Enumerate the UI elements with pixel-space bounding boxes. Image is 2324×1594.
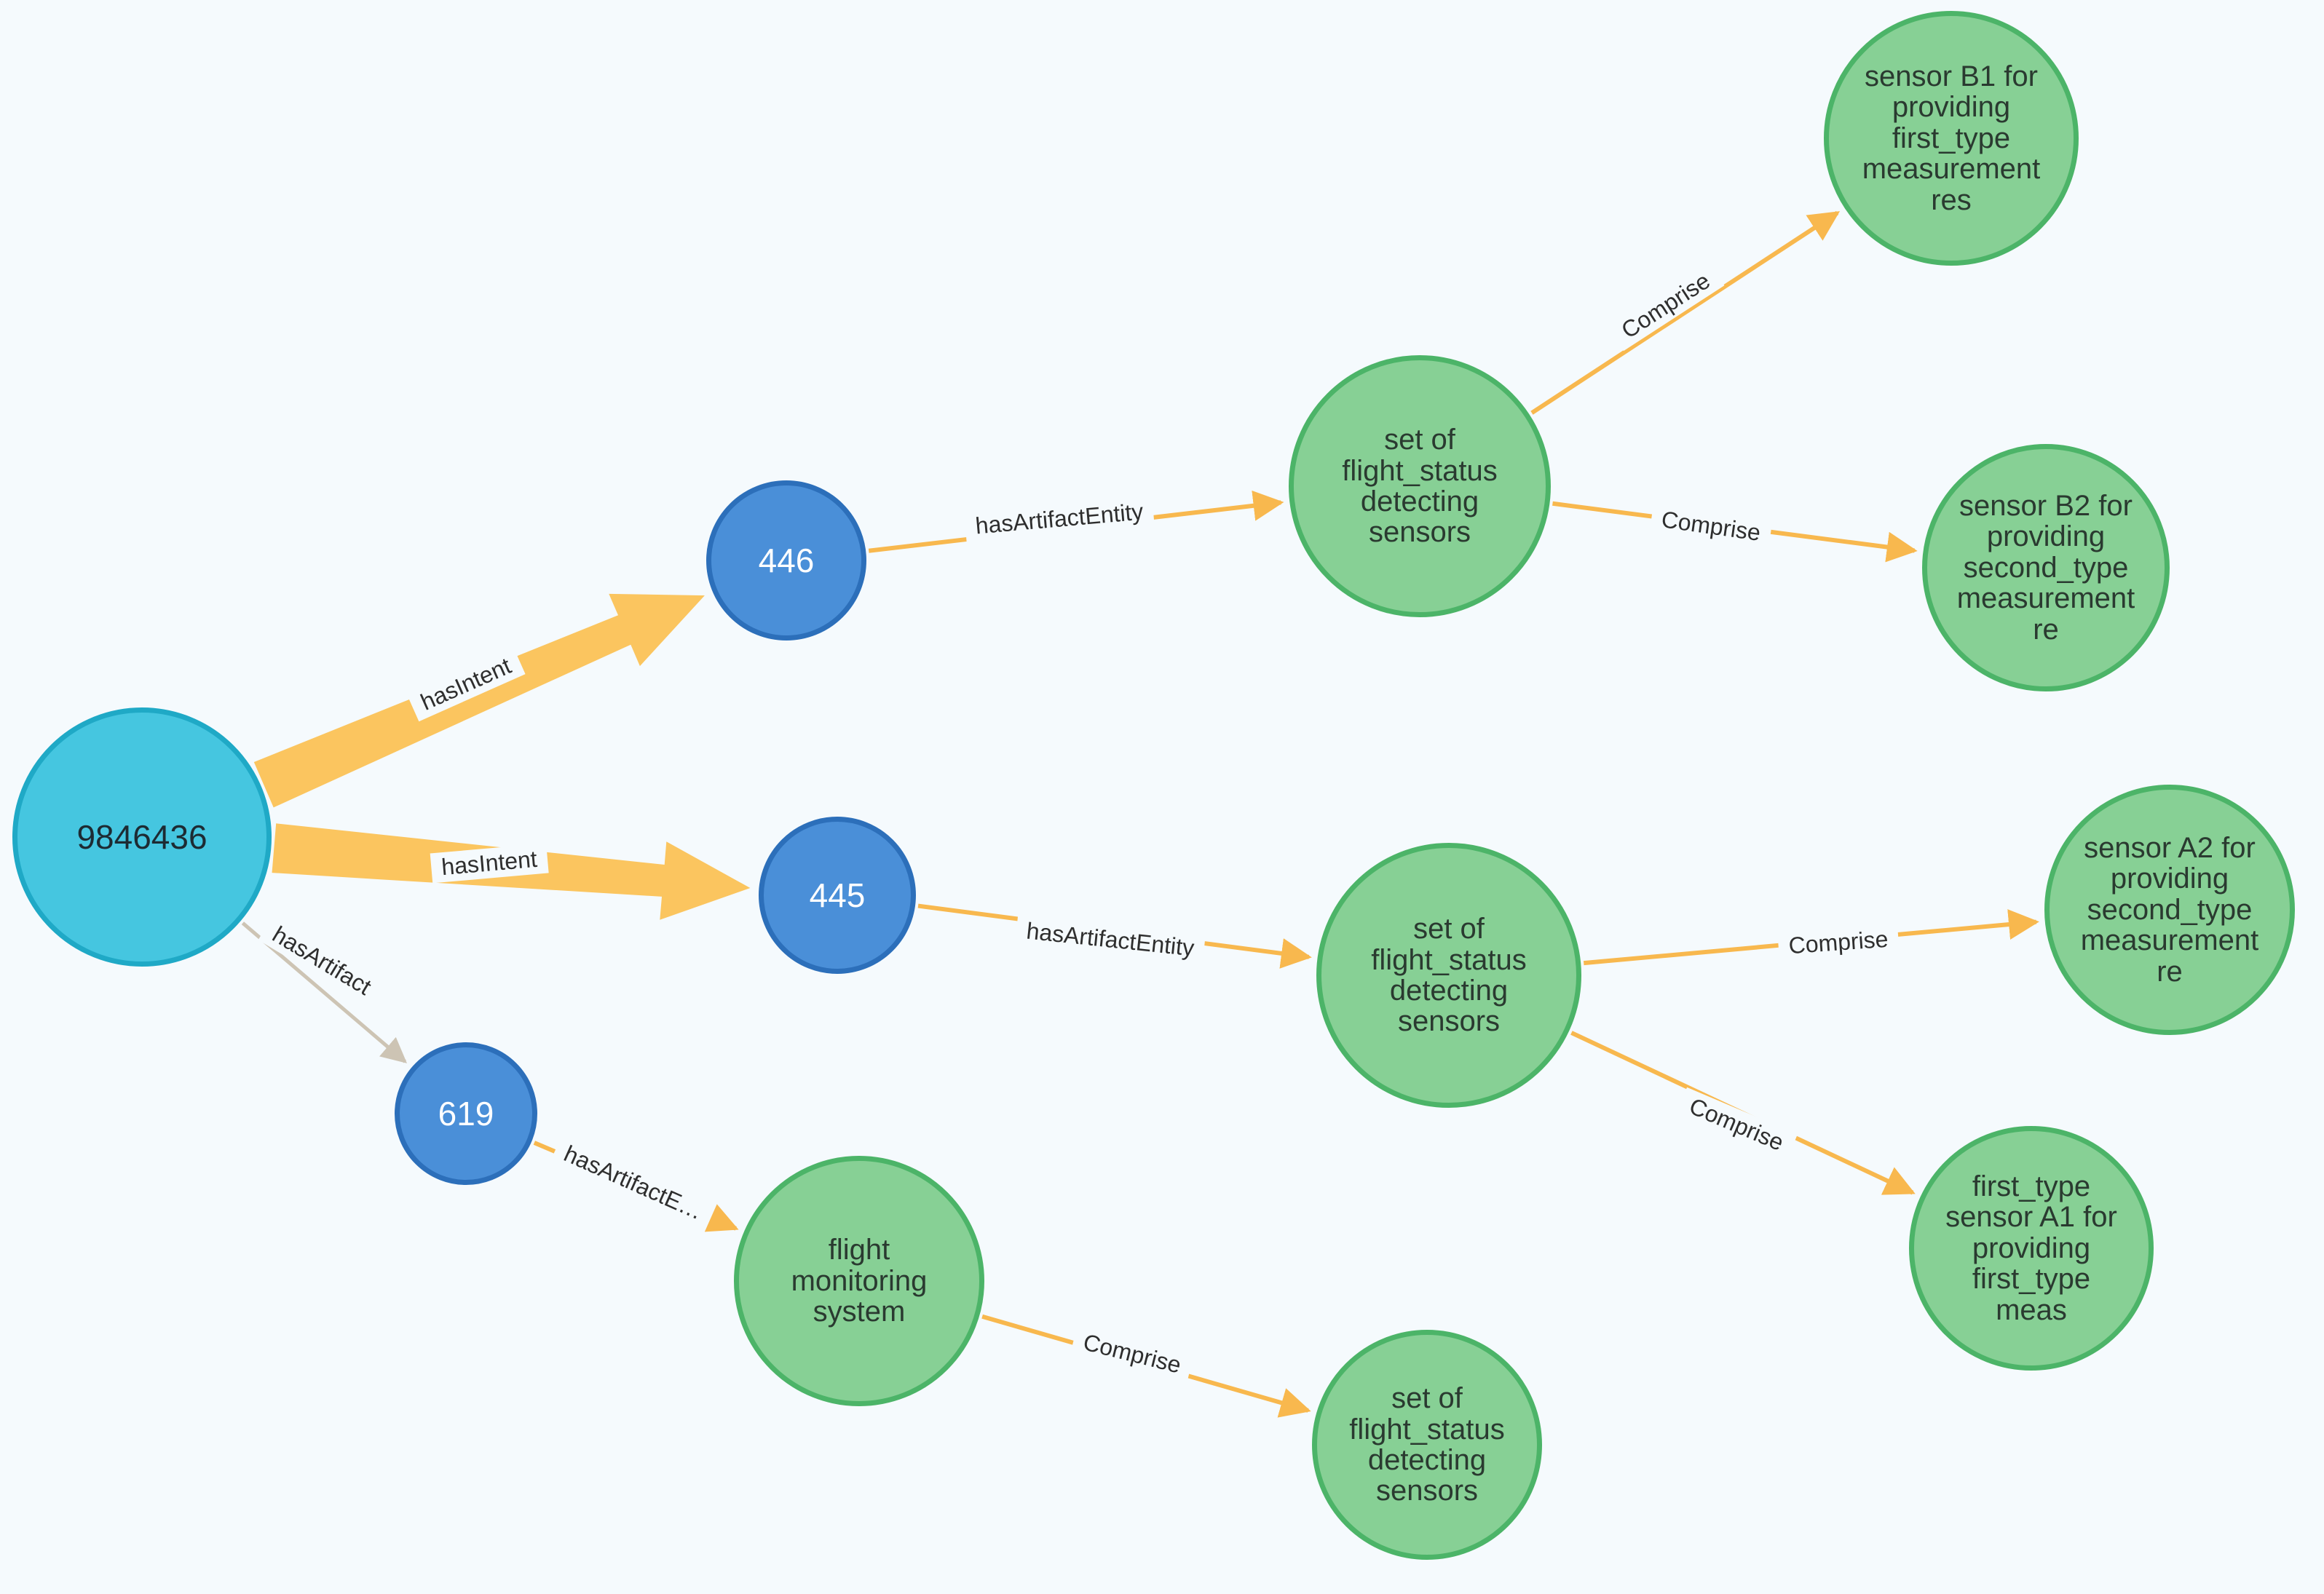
graph-node-root[interactable]: 9846436 <box>12 707 272 967</box>
graph-node-intent446[interactable]: 446 <box>706 480 866 641</box>
graph-edge-e3[interactable] <box>241 921 408 1063</box>
graph-node-sensorB2[interactable]: sensor B2 for providing second_type meas… <box>1922 444 2170 691</box>
graph-node-label: sensor B1 for providing first_type measu… <box>1862 60 2041 216</box>
graph-edge-e6[interactable] <box>533 1141 739 1232</box>
graph-node-label: 619 <box>438 1094 494 1133</box>
graph-node-label: sensor B2 for providing second_type meas… <box>1956 490 2135 646</box>
graph-node-intent619[interactable]: 619 <box>395 1042 537 1185</box>
graph-edge-e8[interactable] <box>1552 501 1918 563</box>
graph-node-sensorA2[interactable]: sensor A2 for providing second_type meas… <box>2044 785 2295 1035</box>
graph-edge-e4[interactable] <box>868 490 1284 553</box>
graph-node-label: 445 <box>809 876 866 914</box>
graph-edge-e2[interactable] <box>272 823 751 920</box>
graph-edge-e11[interactable] <box>981 1314 1311 1418</box>
graph-edge-e10[interactable] <box>1570 1031 1916 1195</box>
graph-node-setMid[interactable]: set of flight_status detecting sensors <box>1316 843 1581 1108</box>
graph-node-sensorA1[interactable]: first_type sensor A1 for providing first… <box>1909 1126 2154 1371</box>
graph-node-label: 9846436 <box>76 817 208 856</box>
graph-node-label: first_type sensor A1 for providing first… <box>1945 1170 2117 1326</box>
graph-node-label: set of flight_status detecting sensors <box>1371 913 1527 1038</box>
graph-edge-e5[interactable] <box>917 903 1312 969</box>
graph-node-label: sensor A2 for providing second_type meas… <box>2080 832 2259 988</box>
graph-node-setTop[interactable]: set of flight_status detecting sensors <box>1289 355 1551 617</box>
graph-node-label: set of flight_status detecting sensors <box>1349 1382 1505 1507</box>
graph-node-label: flight monitoring system <box>791 1234 928 1328</box>
graph-edge-e7[interactable] <box>1530 210 1841 415</box>
graph-edge-e1[interactable] <box>253 593 705 808</box>
graph-node-label: set of flight_status detecting sensors <box>1342 424 1498 549</box>
graph-node-fms[interactable]: flight monitoring system <box>734 1156 984 1406</box>
graph-node-sensorB1[interactable]: sensor B1 for providing first_type measu… <box>1824 11 2079 266</box>
graph-node-setBottom[interactable]: set of flight_status detecting sensors <box>1312 1330 1542 1560</box>
graph-edge-e9[interactable] <box>1583 909 2039 966</box>
graph-node-intent445[interactable]: 445 <box>759 817 916 974</box>
graph-node-label: 446 <box>758 541 815 579</box>
